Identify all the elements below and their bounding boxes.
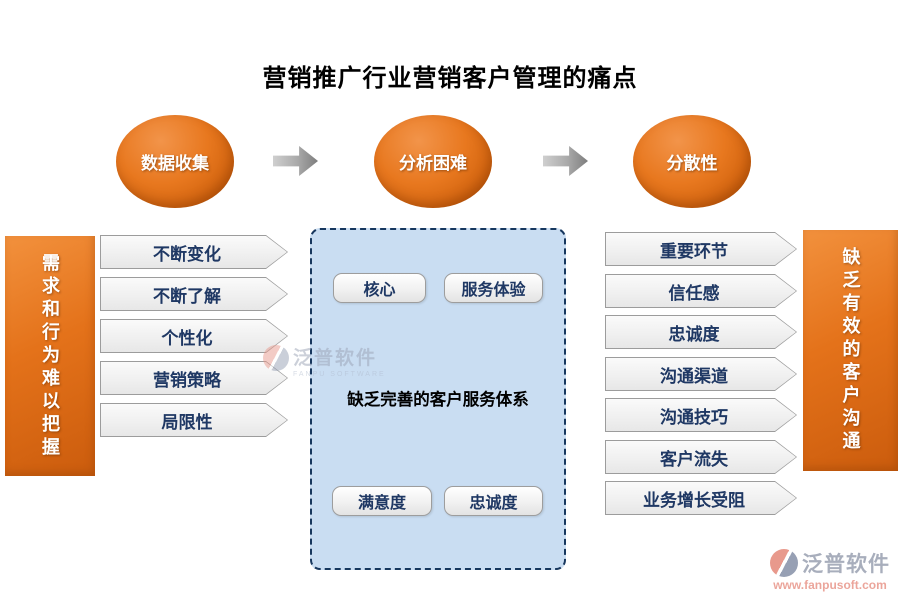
right-list-item: 忠诚度: [605, 315, 797, 349]
chip-satisfaction: 满意度: [332, 486, 432, 516]
center-panel-message: 缺乏完善的客户服务体系: [347, 391, 529, 409]
right-list-item: 客户流失: [605, 440, 797, 474]
watermark-url: www.fanpusoft.com: [773, 578, 887, 592]
list-item-label: 局限性: [161, 412, 213, 432]
list-item-label: 个性化: [161, 328, 213, 348]
right-summary-label: 缺乏有效的客户沟通: [840, 247, 861, 454]
right-list-item: 沟通渠道: [605, 357, 797, 391]
list-item-label: 营销策略: [153, 370, 221, 390]
right-list-item: 沟通技巧: [605, 398, 797, 432]
chip-label: 服务体验: [461, 282, 526, 299]
flow-step-label: 分析困难: [399, 154, 467, 173]
list-item-label: 重要环节: [660, 241, 728, 261]
page-title: 营销推广行业营销客户管理的痛点: [262, 65, 638, 92]
list-item-label: 沟通技巧: [660, 407, 728, 427]
right-list-item: 重要环节: [605, 232, 797, 266]
flow-step-label: 数据收集: [141, 154, 209, 173]
arrow-right-icon: [273, 146, 318, 176]
right-summary-bar: 缺乏有效的客户沟通: [803, 230, 898, 471]
list-item-label: 信任感: [668, 283, 720, 303]
flow-step-label: 分散性: [666, 154, 718, 173]
center-panel: 核心 服务体验 缺乏完善的客户服务体系 满意度 忠诚度: [310, 228, 566, 570]
left-summary-label: 需求和行为难以把握: [40, 252, 60, 460]
watermark-corner: 泛普软件 www.fanpusoft.com: [770, 548, 890, 592]
left-list-item: 营销策略: [100, 361, 288, 395]
watermark-center: 泛普软件 FANPU SOFTWARE: [263, 343, 386, 378]
watermark-brand: 泛普软件: [802, 553, 890, 576]
chip-label: 忠诚度: [469, 495, 518, 512]
list-item-label: 不断变化: [153, 244, 221, 264]
list-item-label: 忠诚度: [668, 324, 720, 344]
chip-label: 满意度: [357, 495, 406, 512]
left-list-item: 局限性: [100, 403, 288, 437]
chip-core: 核心: [333, 273, 426, 303]
chip-service-experience: 服务体验: [444, 273, 543, 303]
left-list-item: 不断变化: [100, 235, 288, 269]
left-list-item: 个性化: [100, 319, 288, 353]
list-item-label: 不断了解: [153, 286, 221, 306]
list-item-label: 业务增长受阻: [643, 490, 745, 510]
chip-label: 核心: [363, 282, 396, 299]
right-list-item: 信任感: [605, 274, 797, 308]
left-summary-bar: 需求和行为难以把握: [5, 236, 95, 476]
flow-step-dispersion: 分散性: [633, 115, 751, 208]
fanpu-logo-icon: [770, 549, 798, 577]
watermark-brand-en: FANPU SOFTWARE: [293, 371, 386, 378]
watermark-brand: 泛普软件: [293, 348, 378, 369]
fanpu-logo-icon: [263, 345, 289, 371]
right-list-item: 业务增长受阻: [605, 481, 797, 515]
list-item-label: 沟通渠道: [660, 366, 728, 386]
arrow-right-icon: [543, 146, 588, 176]
left-list-item: 不断了解: [100, 277, 288, 311]
list-item-label: 客户流失: [660, 449, 728, 469]
flow-step-analysis-difficulty: 分析困难: [374, 115, 492, 208]
flow-step-data-collection: 数据收集: [116, 115, 234, 208]
chip-loyalty: 忠诚度: [444, 486, 543, 516]
